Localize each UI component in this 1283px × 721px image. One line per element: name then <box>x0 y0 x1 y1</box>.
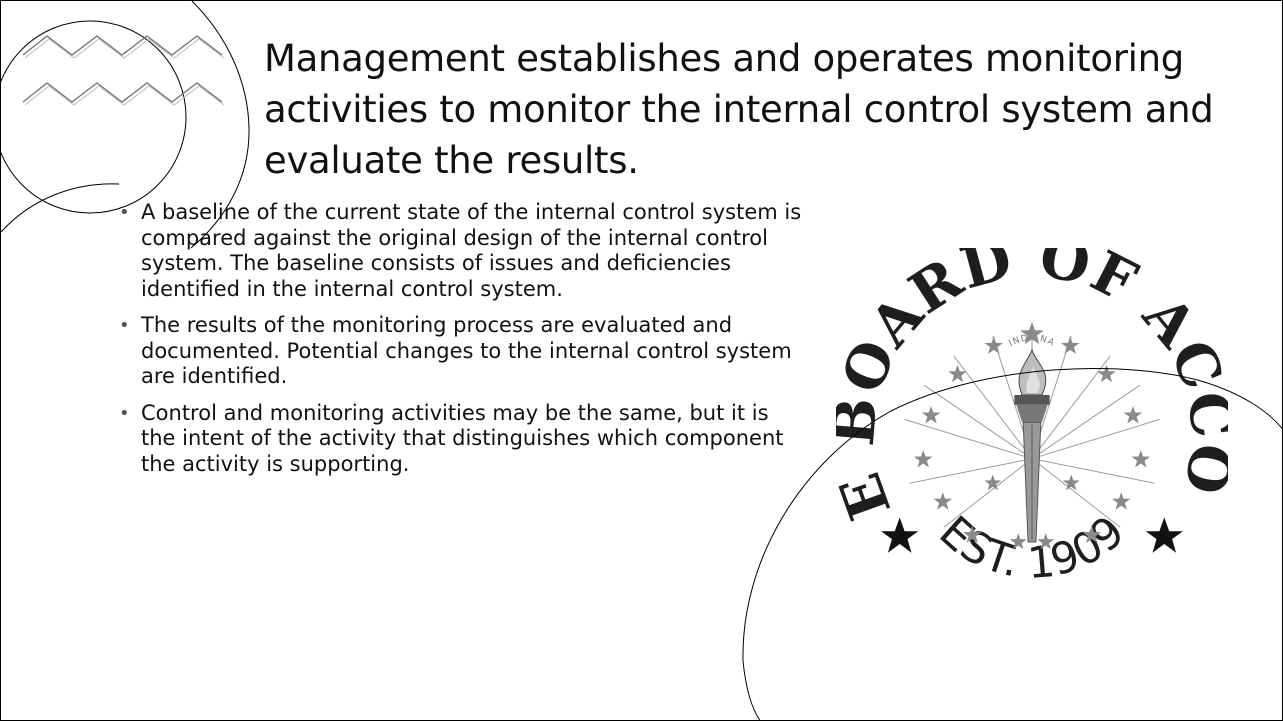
seal-state: INDIANA <box>1007 333 1055 349</box>
bullet-list: A baseline of the current state of the i… <box>119 200 807 488</box>
seal-torch <box>1014 348 1050 543</box>
top-left-circle <box>1 20 187 214</box>
bullet-item: A baseline of the current state of the i… <box>119 200 807 302</box>
zigzag-line-1-shadow <box>24 38 225 59</box>
left-arc <box>1 183 120 233</box>
seal-large-stars <box>881 517 1183 553</box>
bullet-item: Control and monitoring activities may be… <box>119 401 807 478</box>
zigzag-line-2-shadow <box>24 85 225 106</box>
seal-state-text: INDIANA <box>1007 333 1056 349</box>
state-board-of-accounts-seal: STATE BOARD OF ACCOUNTS EST. 1909 INDIAN… <box>836 248 1228 589</box>
slide-title: Management establishes and operates moni… <box>264 37 1214 182</box>
bullet-item: The results of the monitoring process ar… <box>119 313 807 390</box>
bottom-right-circle <box>742 368 1282 662</box>
zigzag-line-2 <box>22 82 223 103</box>
zigzag-line-1 <box>22 35 223 56</box>
bottom-right-arc <box>742 660 761 720</box>
